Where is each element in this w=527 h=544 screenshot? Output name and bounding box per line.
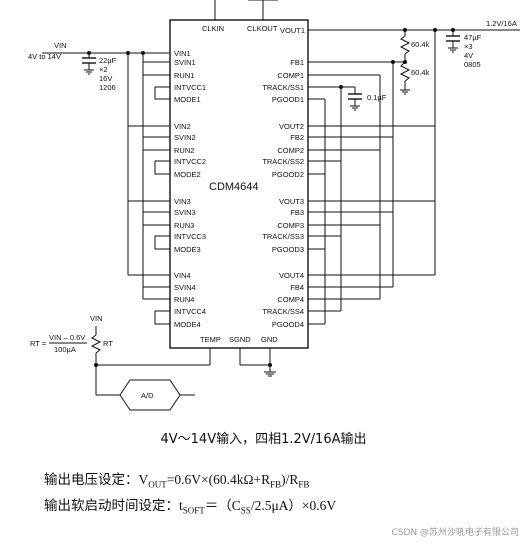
right-pin-label: TRACK/SS3 xyxy=(262,232,304,241)
output-rail-label: 1.2V/16A xyxy=(486,19,517,28)
left-pin-label: SVIN4 xyxy=(174,283,196,292)
input-vin-label: VIN xyxy=(54,41,67,50)
left-pin-label: INTVCC2 xyxy=(174,157,206,166)
rt-formula-num: VIN – 0.6V xyxy=(49,333,85,342)
left-pin-label: MODE4 xyxy=(174,320,201,329)
left-pin-label: MODE1 xyxy=(174,95,201,104)
output-cap-size: 0805 xyxy=(464,60,481,69)
output-r-bottom: 60.4k xyxy=(411,68,430,77)
right-pin-label: VOUT4 xyxy=(279,271,304,280)
right-pin-label: COMP3 xyxy=(277,221,304,230)
left-pin-label: INTVCC4 xyxy=(174,307,206,316)
input-cap-size: 1206 xyxy=(99,83,116,92)
left-pin-label: RUN4 xyxy=(174,295,194,304)
left-pin-label: VIN3 xyxy=(174,197,191,206)
pin-temp: TEMP xyxy=(200,335,221,344)
right-pin-label: FB1 xyxy=(290,58,304,67)
right-pin-label: TRACK/SS4 xyxy=(262,307,304,316)
left-pin-label: INTVCC1 xyxy=(174,83,206,92)
right-pin-label: FB4 xyxy=(290,283,304,292)
left-pin-label: VIN1 xyxy=(174,49,191,58)
left-pin-label: SVIN1 xyxy=(174,58,196,67)
rt-formula-den: 100µA xyxy=(54,345,76,354)
output-ss-cap: 0.1µF xyxy=(367,93,387,102)
input-vin-range: 4V to 14V xyxy=(28,52,61,61)
pin-sgnd: SGND xyxy=(229,335,251,344)
left-pin-label: INTVCC3 xyxy=(174,232,206,241)
right-pin-label: COMP4 xyxy=(277,295,304,304)
left-pin-label: RUN3 xyxy=(174,221,194,230)
right-pin-label: VOUT2 xyxy=(279,122,304,131)
left-pin-label: SVIN2 xyxy=(174,133,196,142)
right-pin-label: FB2 xyxy=(290,133,304,142)
output-cap-voltage: 4V xyxy=(464,51,473,60)
right-pin-label: COMP1 xyxy=(277,71,304,80)
left-pin-label: VIN4 xyxy=(174,271,191,280)
right-pin-label: TRACK/SS1 xyxy=(262,83,304,92)
adc-label: A/D xyxy=(141,391,154,400)
left-pin-label: MODE3 xyxy=(174,245,201,254)
right-pin-label: FB3 xyxy=(290,208,304,217)
right-pin-label: VOUT3 xyxy=(279,197,304,206)
rt-formula-lhs: RT = xyxy=(30,339,47,348)
right-pin-label: TRACK/SS2 xyxy=(262,157,304,166)
input-cap-value: 22µF xyxy=(99,56,117,65)
output-cap-count: ×3 xyxy=(464,42,473,51)
right-pin-label: PGOOD3 xyxy=(272,245,304,254)
temp-vin-label: VIN xyxy=(90,314,103,323)
left-pin-label: RUN2 xyxy=(174,146,194,155)
watermark-credit: CSDN @苏州沙吼电子有限公司 xyxy=(391,528,519,538)
pin-clkin: CLKIN xyxy=(202,24,224,33)
output-cap-value: 47µF xyxy=(464,33,482,42)
left-pin-label: MODE2 xyxy=(174,170,201,179)
left-pin-label: VIN2 xyxy=(174,122,191,131)
pin-clkout: CLKOUT xyxy=(247,24,278,33)
left-pin-label: SVIN3 xyxy=(174,208,196,217)
chip-name: CDM4644 xyxy=(209,181,259,193)
left-pin-label: RUN1 xyxy=(174,71,194,80)
right-pin-label: COMP2 xyxy=(277,146,304,155)
right-pin-label: PGOOD4 xyxy=(272,320,304,329)
input-cap-count: ×2 xyxy=(99,65,108,74)
figure-caption: 4V～14V输入，四相1.2V/16A输出 xyxy=(160,432,367,447)
right-pin-label: PGOOD2 xyxy=(272,170,304,179)
chip-body xyxy=(169,19,309,349)
right-pin-label: PGOOD1 xyxy=(272,95,304,104)
vout-formula: 输出电压设定：VOUT=0.6V×(60.4kΩ+RFB)/RFB xyxy=(44,472,310,490)
temp-rt-label: RT xyxy=(103,339,113,348)
tsoft-formula: 输出软启动时间设定：tSOFT＝（CSS/2.5μA）×0.6V xyxy=(44,498,337,516)
pin-gnd: GND xyxy=(261,335,278,344)
output-r-top: 60.4k xyxy=(411,40,430,49)
circuit-schematic: CDM4644 CLKIN CLKOUT VOUT1 TEMP SGND GND… xyxy=(28,0,520,411)
input-cap-voltage: 16V xyxy=(99,74,112,83)
pin-vout1: VOUT1 xyxy=(280,26,305,35)
